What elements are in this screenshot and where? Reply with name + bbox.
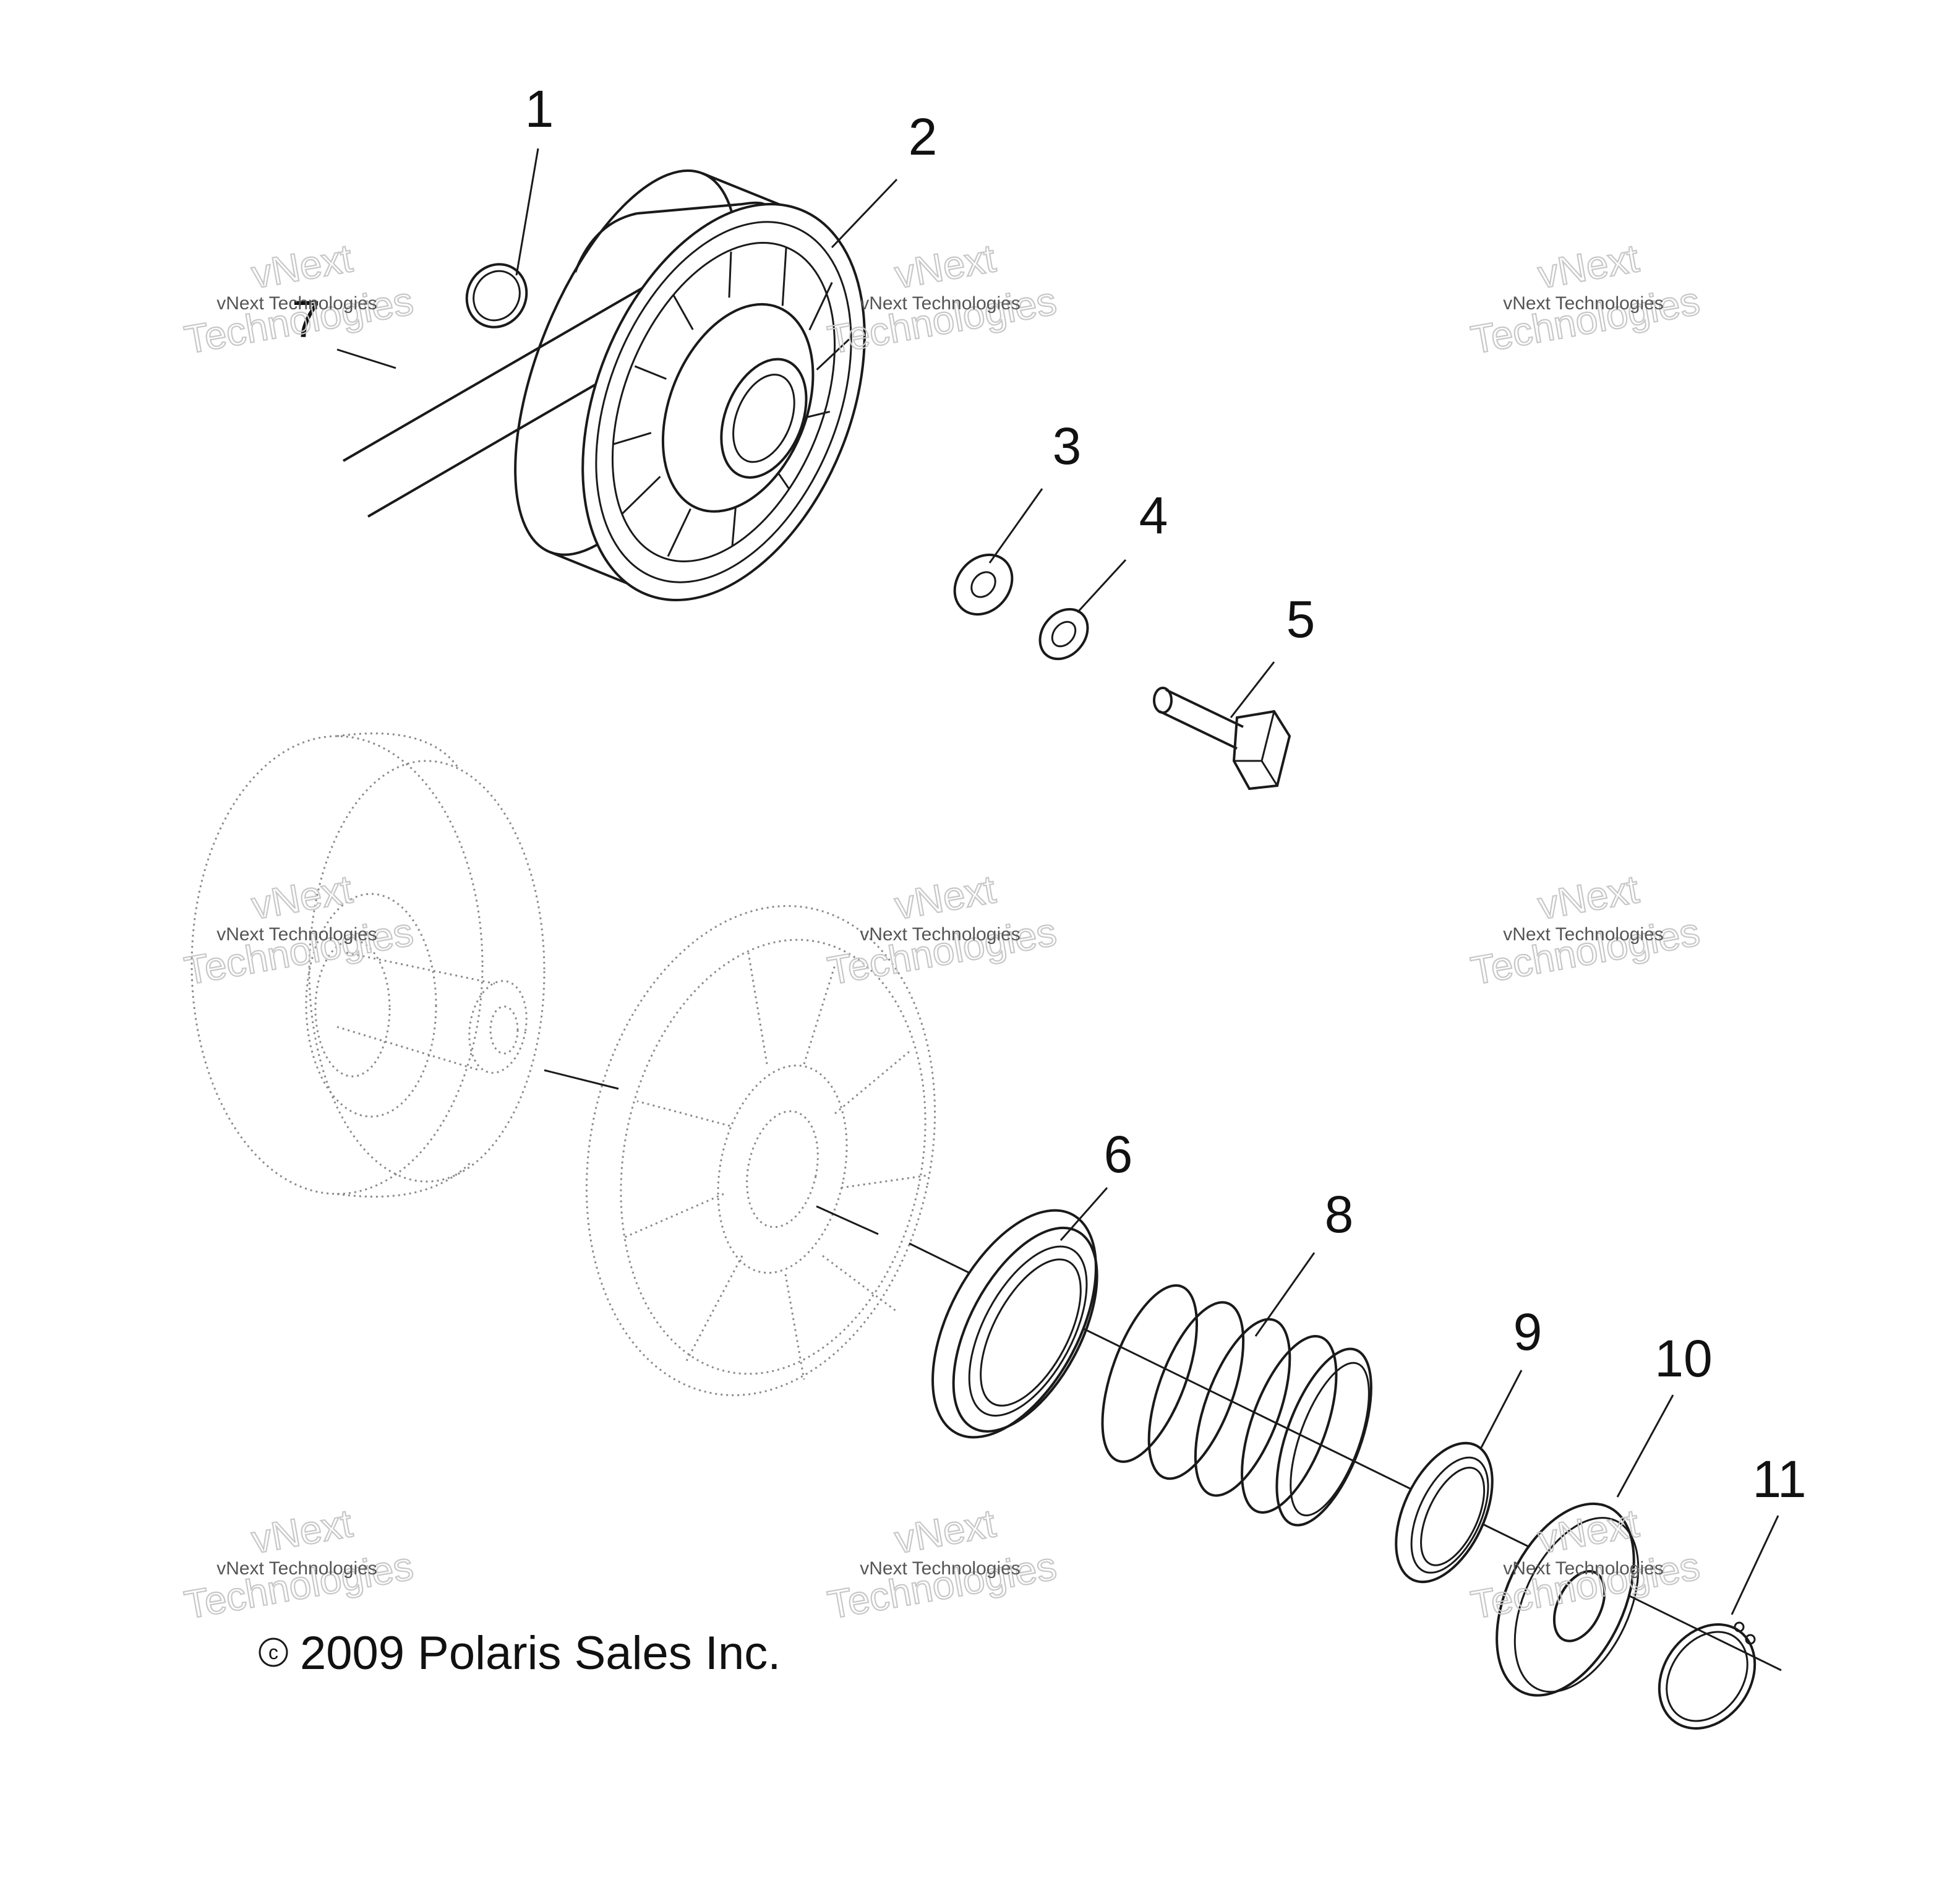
part-11-snap-ring bbox=[1658, 1621, 1757, 1730]
svg-text:vNext: vNext bbox=[891, 1501, 999, 1562]
callout-11: 11 bbox=[1752, 1450, 1806, 1508]
leader-7 bbox=[336, 348, 396, 369]
svg-text:vNext Technologies: vNext Technologies bbox=[216, 1558, 377, 1579]
svg-text:vNext Technologies: vNext Technologies bbox=[216, 924, 377, 945]
callout-2: 2 bbox=[909, 108, 938, 166]
watermark: vNext Technologies vNext Technologies bbox=[1467, 235, 1704, 363]
part-2-driven-clutch bbox=[514, 169, 866, 601]
copyright-notice: c 2009 Polaris Sales Inc. bbox=[259, 1627, 781, 1680]
part-10-spring-cup bbox=[1496, 1502, 1640, 1697]
callout-6: 6 bbox=[1104, 1125, 1133, 1183]
svg-text:vNext Technologies: vNext Technologies bbox=[1503, 924, 1664, 945]
svg-text:vNext Technologies: vNext Technologies bbox=[1503, 1558, 1664, 1579]
part-6-seal bbox=[931, 1209, 1098, 1439]
copyright-symbol: c bbox=[268, 1641, 278, 1663]
svg-text:vNext Technologies: vNext Technologies bbox=[216, 293, 377, 314]
watermark: vNext Technologies vNext Technologies bbox=[181, 1500, 417, 1628]
svg-text:vNext: vNext bbox=[248, 1501, 356, 1562]
svg-text:Technologies: Technologies bbox=[824, 909, 1059, 993]
svg-text:vNext: vNext bbox=[248, 236, 356, 297]
svg-text:vNext: vNext bbox=[1534, 867, 1642, 928]
leader-8 bbox=[1254, 1252, 1316, 1337]
callout-1: 1 bbox=[525, 80, 554, 138]
callout-4: 4 bbox=[1139, 486, 1168, 544]
watermark: vNext Technologies vNext Technologies bbox=[181, 866, 417, 994]
svg-text:vNext: vNext bbox=[891, 867, 999, 928]
leader-11 bbox=[1731, 1515, 1779, 1615]
svg-text:Technologies: Technologies bbox=[1468, 278, 1703, 363]
svg-text:Technologies: Technologies bbox=[181, 1543, 416, 1628]
leader-lines bbox=[336, 148, 1779, 1615]
callout-10: 10 bbox=[1654, 1329, 1712, 1388]
callout-9: 9 bbox=[1513, 1303, 1543, 1361]
svg-text:Technologies: Technologies bbox=[824, 1543, 1059, 1628]
svg-text:vNext Technologies: vNext Technologies bbox=[860, 1558, 1021, 1579]
part-1-o-ring bbox=[465, 263, 528, 328]
leader-10 bbox=[1616, 1394, 1674, 1498]
watermarks: vNext Technologies vNext Technologies vN… bbox=[181, 235, 1704, 1628]
watermark: vNext Technologies vNext Technologies bbox=[824, 1500, 1061, 1628]
leader-6 bbox=[1059, 1187, 1108, 1241]
svg-text:vNext Technologies: vNext Technologies bbox=[1503, 293, 1664, 314]
watermark: vNext Technologies vNext Technologies bbox=[1467, 1500, 1704, 1628]
svg-text:Technologies: Technologies bbox=[1468, 909, 1703, 993]
callout-5: 5 bbox=[1286, 590, 1316, 648]
copyright-text: 2009 Polaris Sales Inc. bbox=[300, 1627, 781, 1680]
part-4-washer bbox=[1038, 607, 1089, 661]
part-8-spring bbox=[1101, 1284, 1372, 1527]
callout-3: 3 bbox=[1053, 417, 1082, 475]
callout-8: 8 bbox=[1325, 1185, 1354, 1243]
leader-3 bbox=[988, 488, 1043, 564]
part-3-washer bbox=[953, 553, 1014, 616]
svg-text:Technologies: Technologies bbox=[181, 909, 416, 993]
leader-2 bbox=[831, 178, 898, 249]
watermark: vNext Technologies vNext Technologies bbox=[824, 866, 1061, 994]
svg-text:vNext: vNext bbox=[1534, 236, 1642, 297]
svg-text:vNext Technologies: vNext Technologies bbox=[860, 924, 1021, 945]
leader-9 bbox=[1480, 1370, 1523, 1448]
part-5-bolt bbox=[1153, 687, 1291, 791]
watermark: vNext Technologies vNext Technologies bbox=[1467, 866, 1704, 994]
driven-sheave-phantom bbox=[190, 732, 936, 1396]
svg-text:vNext: vNext bbox=[248, 867, 356, 928]
svg-text:vNext Technologies: vNext Technologies bbox=[860, 293, 1021, 314]
callout-numbers: 1 2 3 4 5 6 7 8 9 10 11 bbox=[292, 80, 1807, 1508]
leader-5 bbox=[1230, 661, 1275, 718]
copyright-circle-icon bbox=[259, 1637, 288, 1667]
leader-4 bbox=[1076, 559, 1127, 614]
callout-7: 7 bbox=[292, 290, 321, 348]
leader-1 bbox=[515, 148, 539, 276]
part-9-washer bbox=[1395, 1441, 1494, 1584]
svg-text:vNext: vNext bbox=[891, 236, 999, 297]
watermark: vNext Technologies vNext Technologies bbox=[181, 235, 417, 363]
